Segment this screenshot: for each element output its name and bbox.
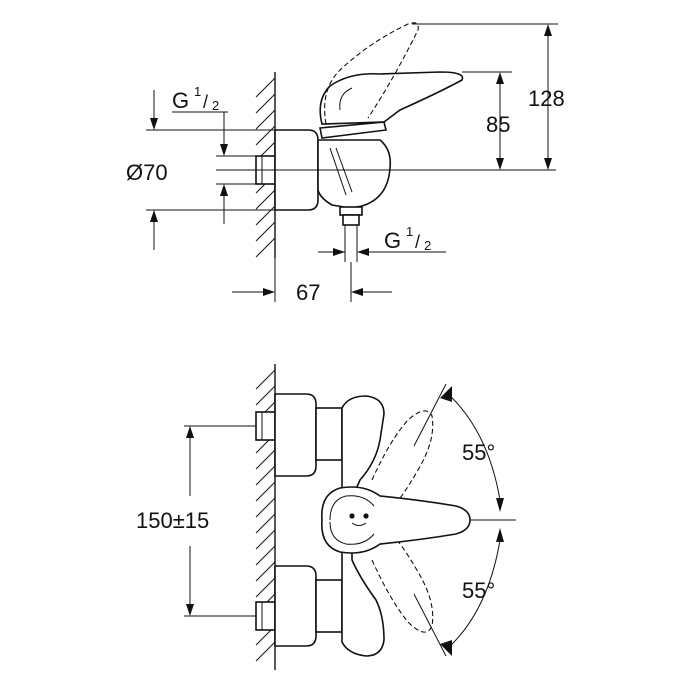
centers-dimension: 150±15 xyxy=(136,508,209,533)
angle-upper-label: 55° xyxy=(462,440,495,465)
hot-indicator-dot xyxy=(349,513,355,519)
front-view: 150±15 55° 55° xyxy=(136,364,516,670)
side-outlet-fitting xyxy=(339,206,363,262)
thread-top-label: G 1 / 2 xyxy=(172,84,219,113)
front-lever-ghost xyxy=(371,410,434,511)
front-upper-inlet xyxy=(255,393,343,477)
thread-bottom-label: G 1 / 2 xyxy=(384,224,431,253)
angle-lower-label: 55° xyxy=(462,578,495,603)
height-dimension-128: 128 xyxy=(528,86,565,111)
side-view: Ø70 G 1 / 2 G 1 / 2 67 xyxy=(126,22,565,305)
svg-text:G: G xyxy=(172,88,189,113)
svg-text:/: / xyxy=(203,92,208,112)
angle-arc-lower xyxy=(445,539,501,651)
svg-text:1: 1 xyxy=(406,224,413,239)
depth-dimension: 67 xyxy=(296,280,320,305)
svg-text:2: 2 xyxy=(212,98,219,113)
front-mixer-body xyxy=(341,395,385,657)
cold-indicator-dot xyxy=(363,513,369,519)
diameter-label: Ø70 xyxy=(126,160,168,185)
svg-text:1: 1 xyxy=(194,84,201,99)
svg-text:/: / xyxy=(415,232,420,252)
height-dimension-85: 85 xyxy=(486,112,510,137)
side-lever-ghost xyxy=(324,22,419,125)
side-lever-handle xyxy=(319,71,464,125)
svg-text:2: 2 xyxy=(424,238,431,253)
side-mixer-body xyxy=(317,139,392,209)
svg-text:G: G xyxy=(384,228,401,253)
side-handle-ring xyxy=(319,121,387,139)
front-lower-inlet xyxy=(255,565,343,647)
angle-arc-upper xyxy=(445,391,501,501)
